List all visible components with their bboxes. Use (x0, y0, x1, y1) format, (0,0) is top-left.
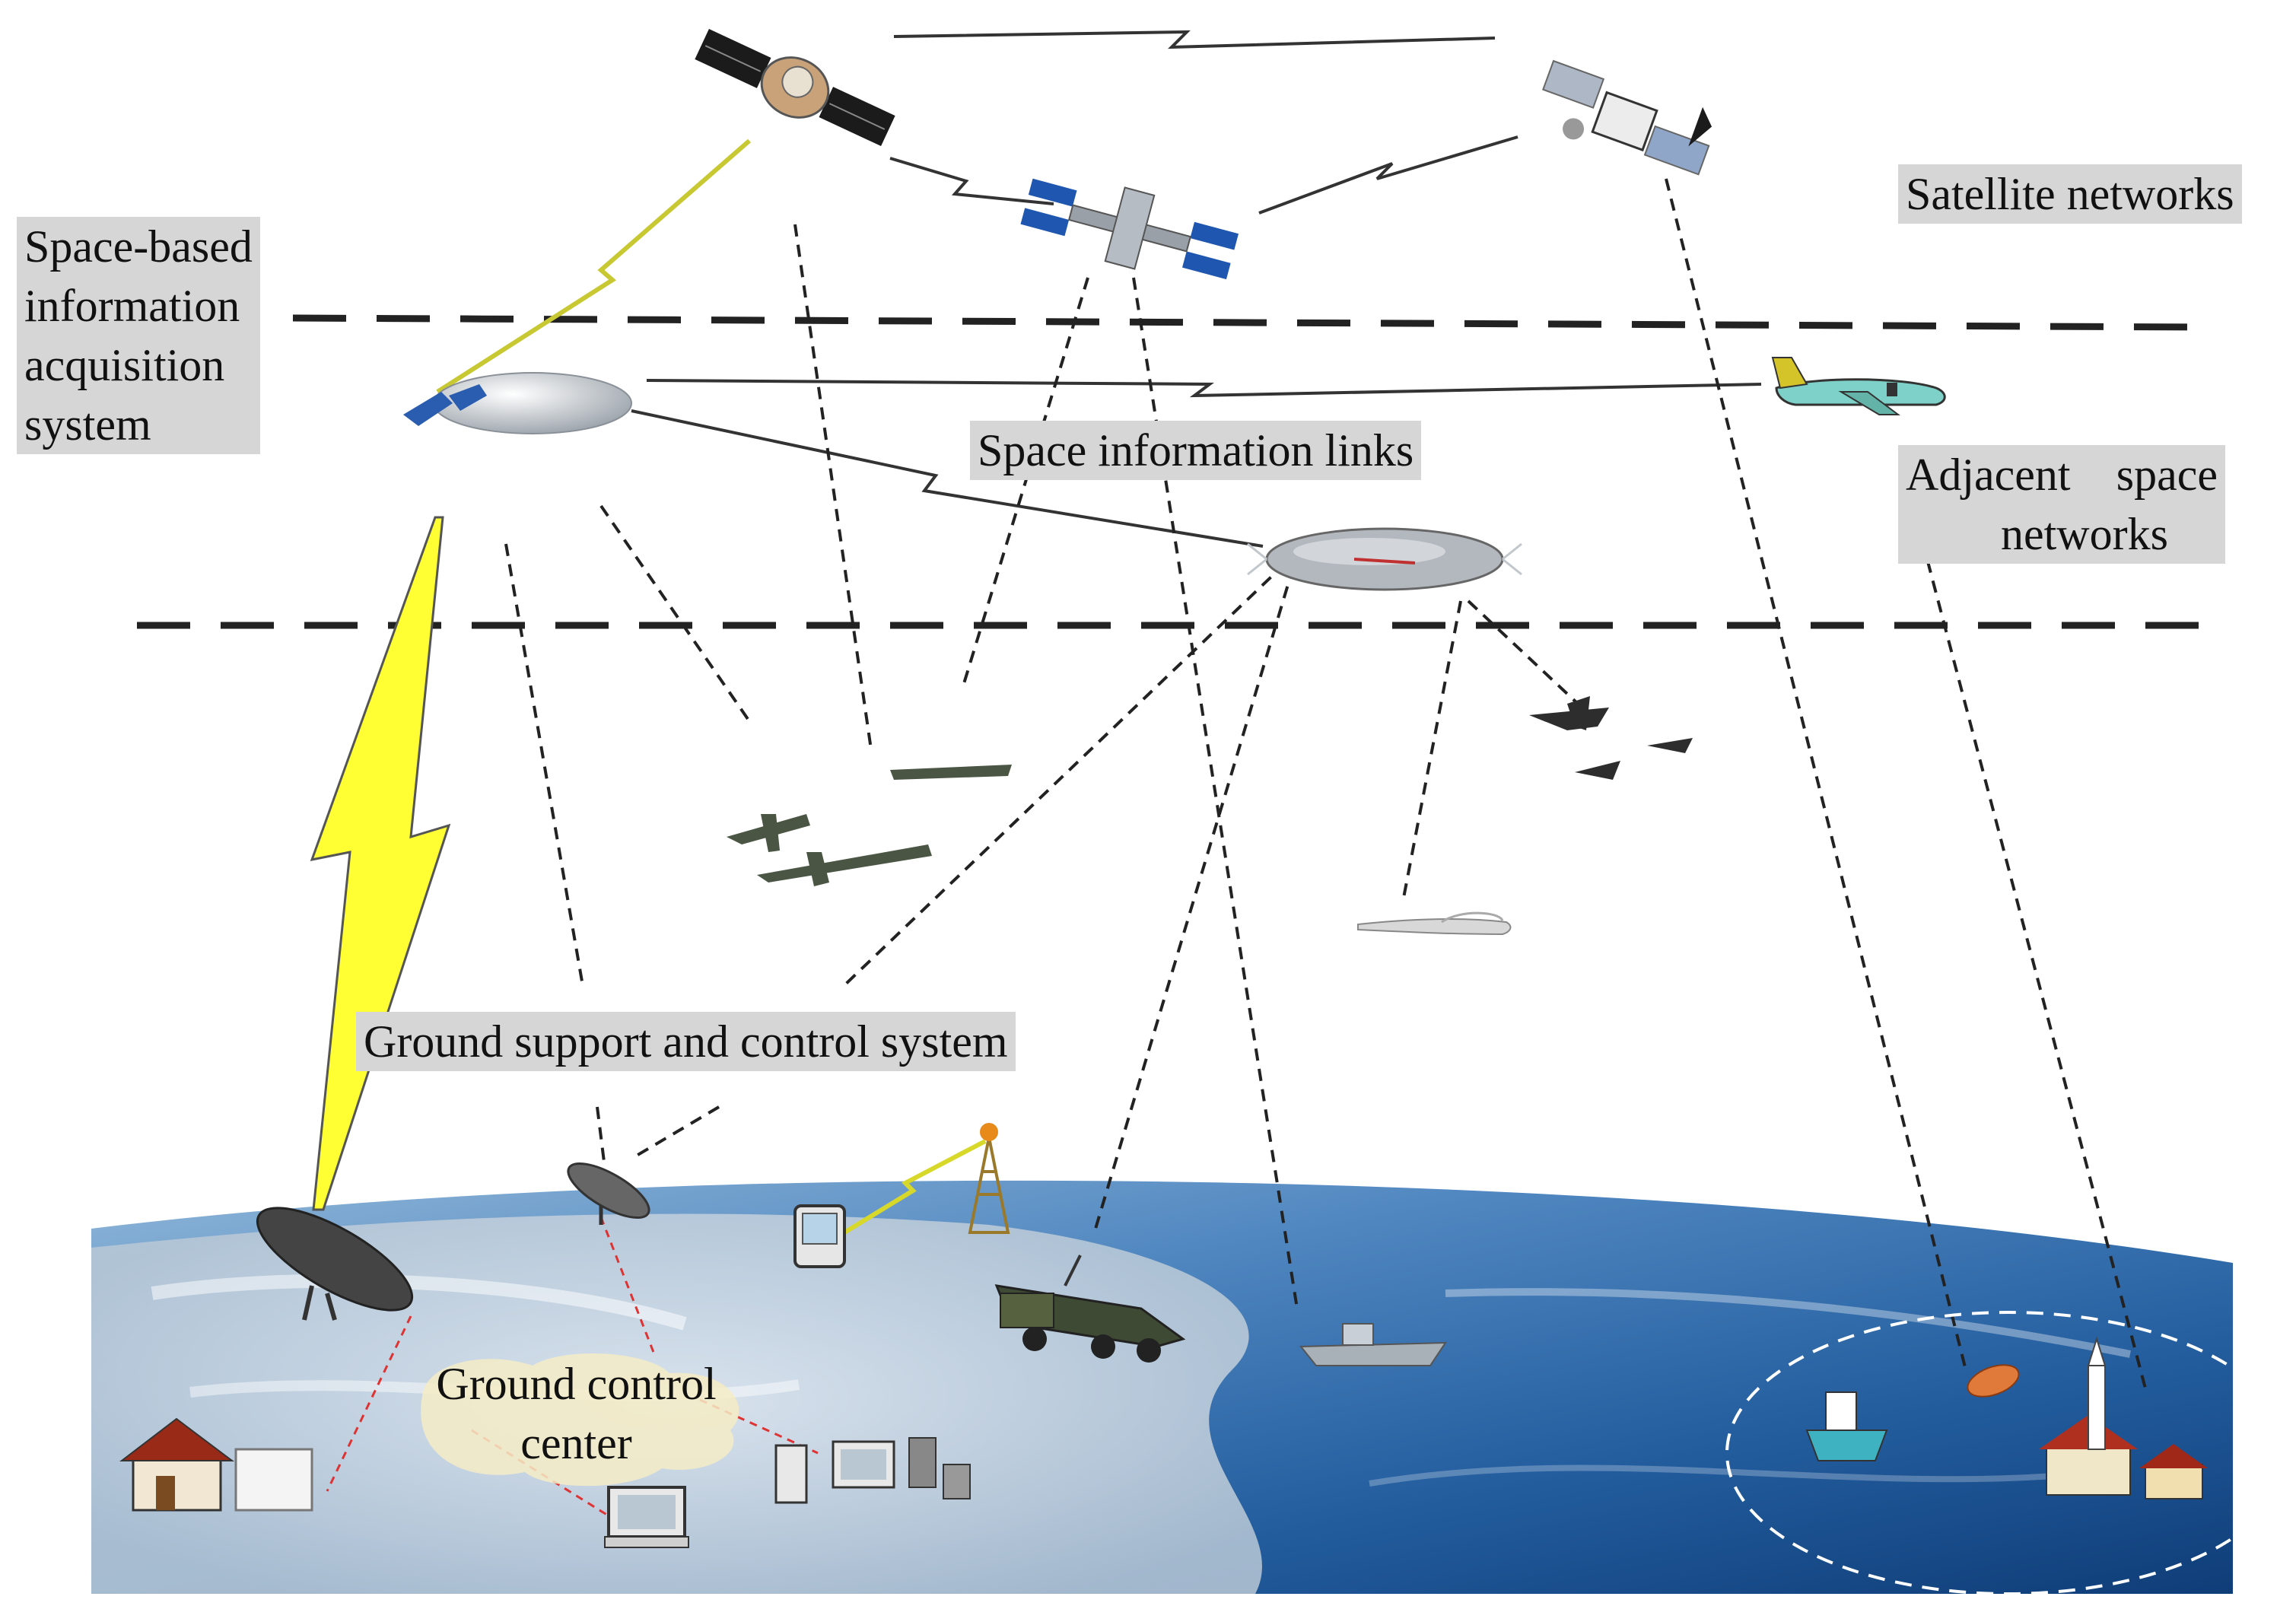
house-icon (2039, 1336, 2138, 1496)
label-line: information (24, 281, 240, 331)
attack-aircraft-icon (727, 765, 1012, 886)
space-station-icon (1020, 178, 1239, 280)
stratospheric-balloon-icon (1247, 527, 1522, 591)
house-icon (119, 1417, 234, 1512)
satellite-dish-icon (256, 1207, 414, 1321)
label-space-based-system: Space-based information acquisition syst… (17, 217, 260, 454)
radio-tower-icon (968, 1123, 1010, 1234)
zigzag-links (631, 30, 1762, 548)
label-line: Ground control (436, 1359, 717, 1409)
label-line: system (24, 399, 151, 450)
label-word: networks (2001, 509, 2168, 559)
label-word: space (2116, 450, 2218, 500)
transport-plane-icon (1771, 357, 1946, 415)
label-satellite-networks: Satellite networks (1898, 164, 2242, 224)
pda-tower-link (843, 1139, 987, 1235)
label-line: acquisition (24, 340, 225, 390)
computer-icon (774, 1437, 971, 1504)
yellow-link-satellite-airship (436, 138, 751, 394)
label-ground-support: Ground support and control system (356, 1012, 1016, 1071)
target-area-ellipse (1725, 1311, 2291, 1595)
label-ground-control-center: Ground control center (403, 1354, 749, 1473)
uav-icon (1357, 911, 1512, 936)
label-word: Adjacent (1906, 450, 2071, 500)
pda-icon (793, 1204, 846, 1268)
satellite-icon (695, 29, 895, 146)
satellite-dish-icon (1967, 1364, 2020, 1398)
house-icon (2139, 1444, 2208, 1499)
warship-icon (1299, 1323, 1447, 1366)
military-truck-icon (994, 1255, 1186, 1363)
label-line: Space-based (24, 221, 253, 272)
divider-satellite-layer (292, 314, 2199, 331)
label-line: center (520, 1418, 632, 1468)
computer-icon (604, 1486, 689, 1548)
computer-icon (234, 1448, 313, 1512)
label-space-information-links: Space information links (970, 421, 1422, 480)
fighter-jet-icon (1529, 696, 1693, 780)
airship-icon (403, 372, 632, 434)
satellite-dish-icon (567, 1162, 650, 1225)
label-adjacent-space-networks: Adjacent space networks (1898, 445, 2225, 564)
yellow-link-airship-ground (310, 516, 451, 1211)
ground-control-cloud (421, 1353, 739, 1487)
warship-icon (1805, 1391, 1888, 1461)
relay-satellite-icon (1542, 59, 1712, 176)
